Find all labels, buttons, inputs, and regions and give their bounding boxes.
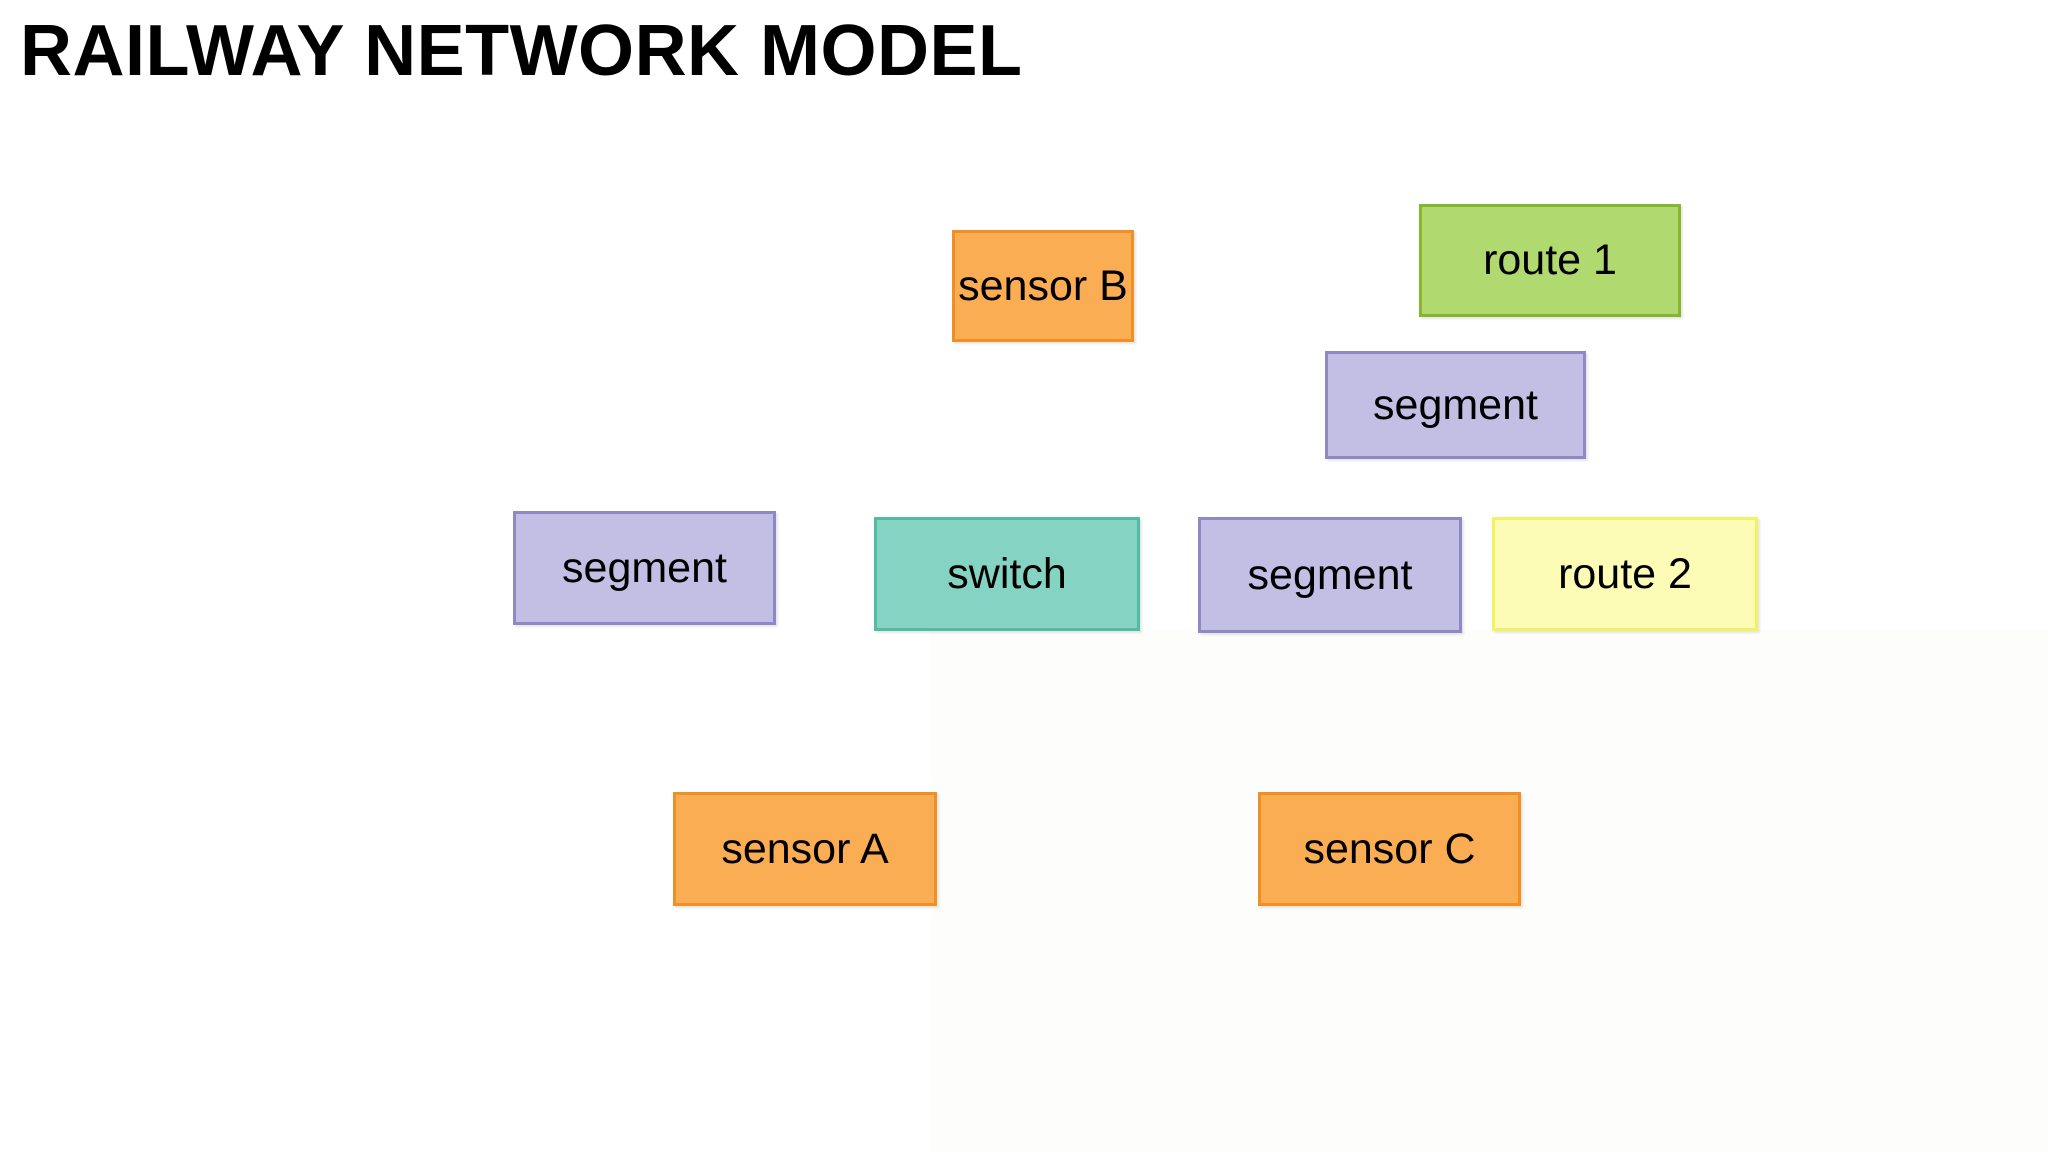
node-switch[interactable]: switch — [874, 517, 1140, 631]
node-sensor-a[interactable]: sensor A — [673, 792, 937, 906]
node-route-1[interactable]: route 1 — [1419, 204, 1681, 317]
node-segment-right[interactable]: segment — [1198, 517, 1462, 633]
node-sensor-b[interactable]: sensor B — [952, 230, 1134, 342]
node-label: segment — [1247, 550, 1413, 599]
node-label: route 2 — [1558, 549, 1692, 598]
node-sensor-c[interactable]: sensor C — [1258, 792, 1521, 906]
node-label: sensor B — [958, 261, 1128, 310]
node-segment-upper[interactable]: segment — [1325, 351, 1586, 459]
node-label: segment — [1373, 380, 1538, 429]
node-route-2[interactable]: route 2 — [1492, 517, 1758, 631]
node-segment-left[interactable]: segment — [513, 511, 776, 625]
page-title: RAILWAY NETWORK MODEL — [20, 11, 1023, 91]
node-label: sensor A — [721, 824, 889, 873]
node-label: segment — [562, 543, 727, 592]
node-label: route 1 — [1483, 236, 1617, 284]
node-label: switch — [947, 549, 1067, 598]
node-label: sensor C — [1303, 824, 1476, 873]
